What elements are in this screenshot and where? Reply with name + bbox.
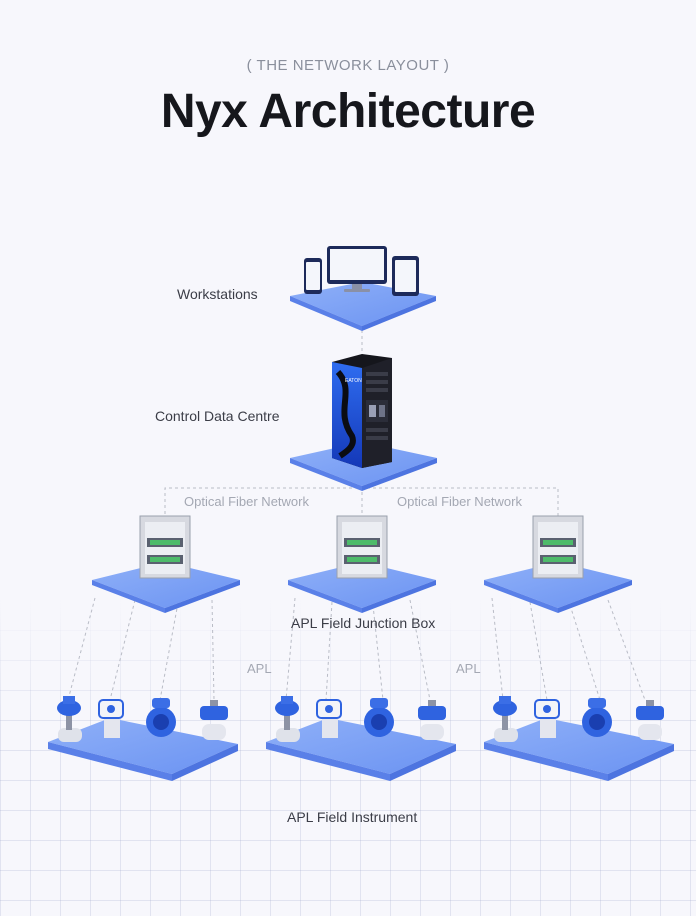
transmitter-icon xyxy=(98,699,124,738)
rack-brand-logo: EATON xyxy=(345,378,362,384)
label-optical-fiber-left: Optical Fiber Network xyxy=(184,494,309,509)
instrument-group-left xyxy=(57,696,228,742)
tablet-icon xyxy=(392,256,419,296)
flowmeter-icon xyxy=(582,698,612,737)
label-workstations: Workstations xyxy=(177,286,258,302)
flowmeter-icon xyxy=(146,698,176,737)
flowmeter-icon xyxy=(364,698,394,737)
rotary-actuator-icon xyxy=(200,700,228,740)
junction-box-icon xyxy=(336,515,388,579)
junction-box-icon xyxy=(532,515,584,579)
label-field-instrument: APL Field Instrument xyxy=(287,809,418,825)
label-junction-box: APL Field Junction Box xyxy=(291,615,436,631)
rotary-actuator-icon xyxy=(636,700,664,740)
page-title: Nyx Architecture xyxy=(160,85,536,138)
monitor-icon xyxy=(327,246,387,292)
label-apl-left: APL xyxy=(247,661,272,676)
platform-instruments-middle xyxy=(266,718,456,781)
platform-junction-middle xyxy=(288,562,436,613)
label-control-data-centre: Control Data Centre xyxy=(155,408,280,424)
instrument-group-middle xyxy=(275,696,446,742)
platform-instruments-left xyxy=(48,718,238,781)
transmitter-icon xyxy=(316,699,342,738)
rotary-actuator-icon xyxy=(418,700,446,740)
instrument-group-right xyxy=(493,696,664,742)
server-rack-icon: EATON xyxy=(332,354,392,468)
platform-junction-right xyxy=(484,562,632,613)
label-optical-fiber-right: Optical Fiber Network xyxy=(397,494,522,509)
valve-actuator-icon xyxy=(493,696,518,742)
platform-junction-left xyxy=(92,562,240,613)
section-eyebrow: ( THE NETWORK LAYOUT ) xyxy=(246,57,450,74)
label-apl-right: APL xyxy=(456,661,481,676)
smartphone-icon xyxy=(304,258,322,294)
junction-box-icon xyxy=(139,515,191,579)
platform-instruments-right xyxy=(484,718,674,781)
valve-actuator-icon xyxy=(275,696,300,742)
valve-actuator-icon xyxy=(57,696,82,742)
transmitter-icon xyxy=(534,699,560,738)
